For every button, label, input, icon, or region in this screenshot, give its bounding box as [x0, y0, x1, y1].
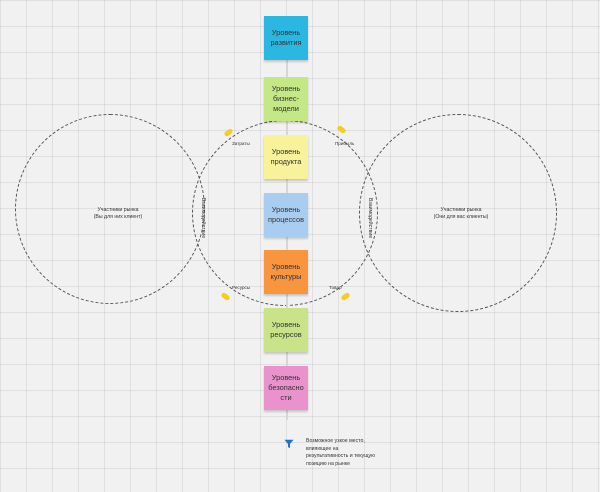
sticky-business-model-level[interactable]: Уровень бизнес- модели: [264, 77, 308, 121]
right-interaction-label: Взаимодействие: [367, 197, 374, 239]
funnel-icon: [284, 439, 294, 449]
sticky-culture-level[interactable]: Уровень культуры: [264, 250, 308, 294]
sticky-security-level[interactable]: Уровень безопасно сти: [264, 366, 308, 410]
goods-flow-marker: [340, 291, 351, 302]
costs-label: Затраты: [232, 141, 250, 146]
profit-flow-marker: [336, 124, 347, 135]
left-market-label: Участники рынка (Вы для них клиент): [93, 207, 143, 221]
goods-label: Товар: [329, 285, 342, 290]
sticky-development-level[interactable]: Уровень развития: [264, 16, 308, 60]
legend-text: Возможное узкое место, влияющее на резул…: [306, 438, 376, 467]
sticky-processes-level[interactable]: Уровень процессов: [264, 193, 308, 237]
right-market-label: Участники рынка (Они для вас клиенты): [433, 207, 489, 221]
sticky-resources-level[interactable]: Уровень ресурсов: [264, 308, 308, 352]
sticky-product-level[interactable]: Уровень продукта: [264, 135, 308, 179]
right-market-circle: [359, 114, 557, 312]
resources-flow-marker: [220, 291, 231, 302]
left-interaction-label: Взаимодействие: [200, 197, 207, 239]
resources-label: Ресурсы: [232, 285, 251, 290]
profit-label: Прибыль: [335, 141, 355, 146]
